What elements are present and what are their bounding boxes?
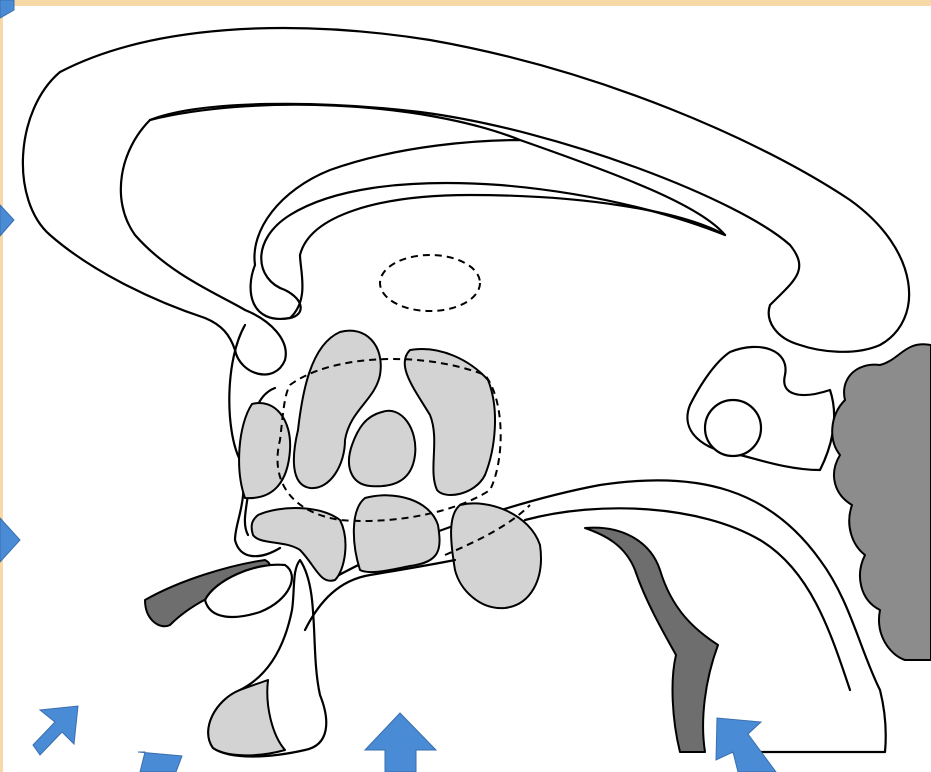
nucleus-center bbox=[349, 411, 415, 486]
cerebellum bbox=[832, 344, 931, 660]
top-frame-border bbox=[0, 0, 931, 6]
dashed-oval-structure bbox=[380, 255, 480, 311]
pineal-region bbox=[687, 347, 834, 470]
arrow-icon bbox=[0, 205, 14, 236]
posterior-commissure-circle bbox=[705, 400, 761, 456]
cerebral-outline bbox=[23, 28, 909, 374]
arrow-icon bbox=[716, 718, 776, 772]
arrow-icon bbox=[138, 752, 182, 772]
arrow-icon bbox=[0, 518, 20, 562]
arrow-icon bbox=[33, 706, 78, 755]
left-frame-border bbox=[0, 0, 3, 772]
nucleus-right-upper bbox=[405, 349, 495, 495]
arrow-icon bbox=[0, 0, 14, 18]
arrow-icon bbox=[365, 713, 436, 772]
brainstem-dark-band bbox=[585, 528, 718, 752]
fornix bbox=[290, 195, 725, 318]
nucleus-bottom-center bbox=[354, 495, 440, 572]
